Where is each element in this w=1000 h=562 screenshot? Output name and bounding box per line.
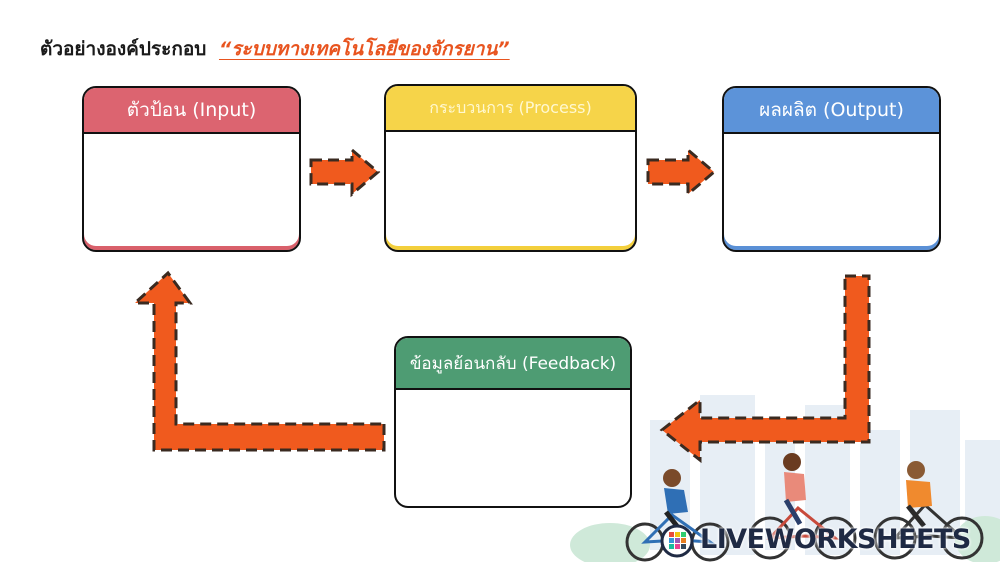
- cyclist-2: [748, 453, 857, 560]
- page-title: ตัวอย่างองค์ประกอบ “ระบบทางเทคโนโลยีของจ…: [40, 34, 510, 64]
- process-box-header: กระบวนการ (Process): [386, 86, 635, 132]
- input-box: ตัวป้อน (Input): [82, 86, 301, 252]
- process-answer-area[interactable]: [386, 132, 635, 250]
- title-highlight: “ระบบทางเทคโนโลยีของจักรยาน”: [218, 38, 510, 60]
- output-box: ผลผลิต (Output): [722, 86, 941, 252]
- arrow-feedback-to-input: [131, 270, 386, 452]
- feedback-box-header: ข้อมูลย้อนกลับ (Feedback): [396, 338, 630, 390]
- cyclist-1: [625, 469, 730, 562]
- arrow-input-to-process: [309, 146, 381, 198]
- output-answer-area[interactable]: [724, 134, 939, 250]
- input-answer-area[interactable]: [84, 134, 299, 250]
- arrow-process-to-output: [646, 146, 717, 198]
- output-box-header: ผลผลิต (Output): [724, 88, 939, 134]
- feedback-box: ข้อมูลย้อนกลับ (Feedback): [394, 336, 632, 508]
- watermark-brand: LIVEWORKSHEETS: [700, 524, 971, 555]
- input-box-header: ตัวป้อน (Input): [84, 88, 299, 134]
- feedback-answer-area[interactable]: [396, 390, 630, 506]
- process-box: กระบวนการ (Process): [384, 84, 637, 252]
- title-prefix: ตัวอย่างองค์ประกอบ: [40, 38, 207, 60]
- cyclist-3: [873, 461, 984, 560]
- arrow-output-to-feedback: [659, 274, 871, 464]
- liveworksheets-logo-icon: [660, 524, 694, 558]
